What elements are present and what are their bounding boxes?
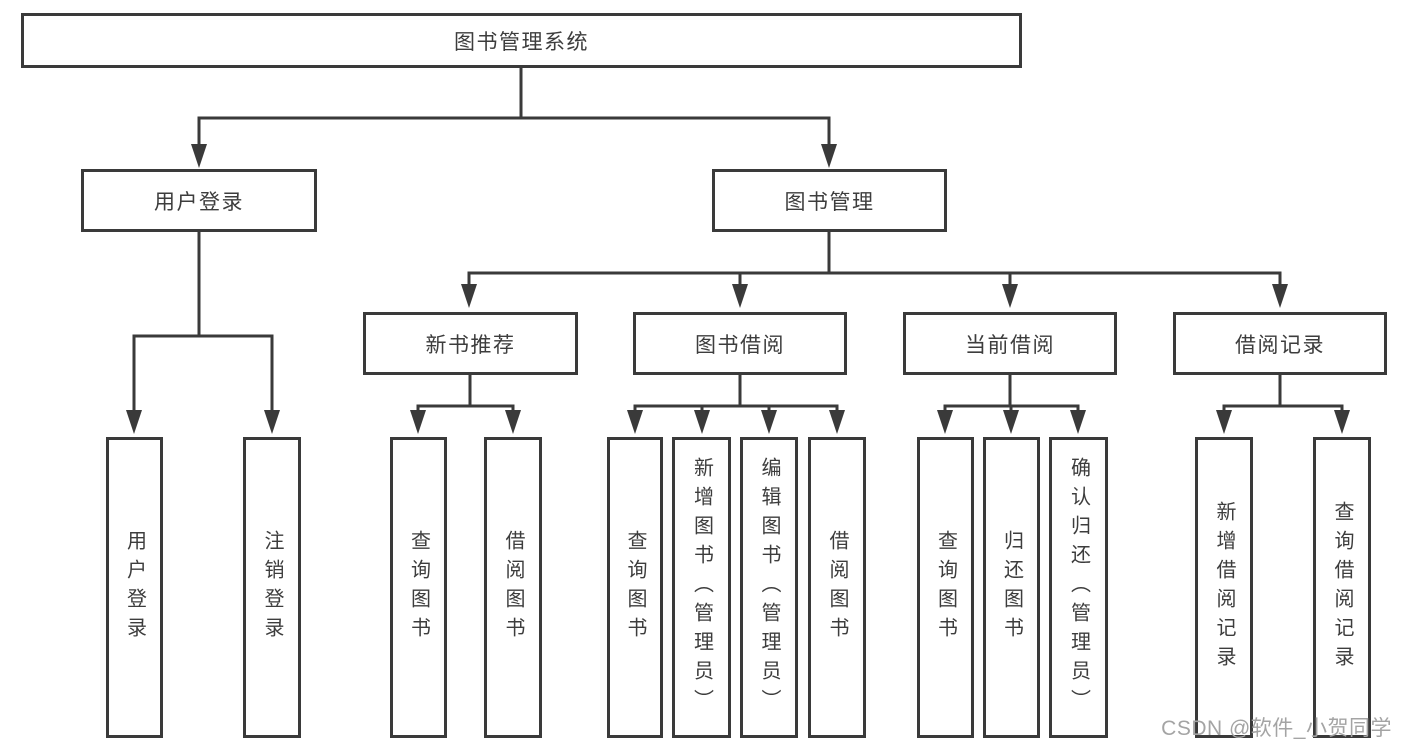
node-root-library-management-system: 图书管理系统	[21, 13, 1022, 68]
leaf-logout: 注销登录	[243, 437, 301, 738]
node-book-management: 图书管理	[712, 169, 947, 232]
leaf-records-query-borrow-record: 查询借阅记录	[1313, 437, 1371, 738]
node-current-borrowing: 当前借阅	[903, 312, 1117, 375]
leaf-newrec-borrow-books: 借阅图书	[484, 437, 542, 738]
leaf-current-query-books: 查询图书	[917, 437, 974, 738]
leaf-borrowing-add-books-admin: 新增图书（管理员）	[672, 437, 731, 738]
leaf-newrec-query-books: 查询图书	[390, 437, 447, 738]
node-book-borrowing: 图书借阅	[633, 312, 847, 375]
leaf-borrowing-query-books: 查询图书	[607, 437, 663, 738]
leaf-borrowing-borrow-books: 借阅图书	[808, 437, 866, 738]
leaf-current-confirm-return-admin: 确认归还（管理员）	[1049, 437, 1108, 738]
node-user-login: 用户登录	[81, 169, 317, 232]
leaf-user-login: 用户登录	[106, 437, 163, 738]
node-new-book-recommendation: 新书推荐	[363, 312, 578, 375]
leaf-current-return-books: 归还图书	[983, 437, 1040, 738]
arrowheads	[126, 144, 1350, 434]
node-borrowing-records: 借阅记录	[1173, 312, 1387, 375]
leaf-borrowing-edit-books-admin: 编辑图书（管理员）	[740, 437, 798, 738]
csdn-watermark: CSDN @软件_小贺同学	[1161, 717, 1392, 740]
leaf-records-add-borrow-record: 新增借阅记录	[1195, 437, 1253, 738]
